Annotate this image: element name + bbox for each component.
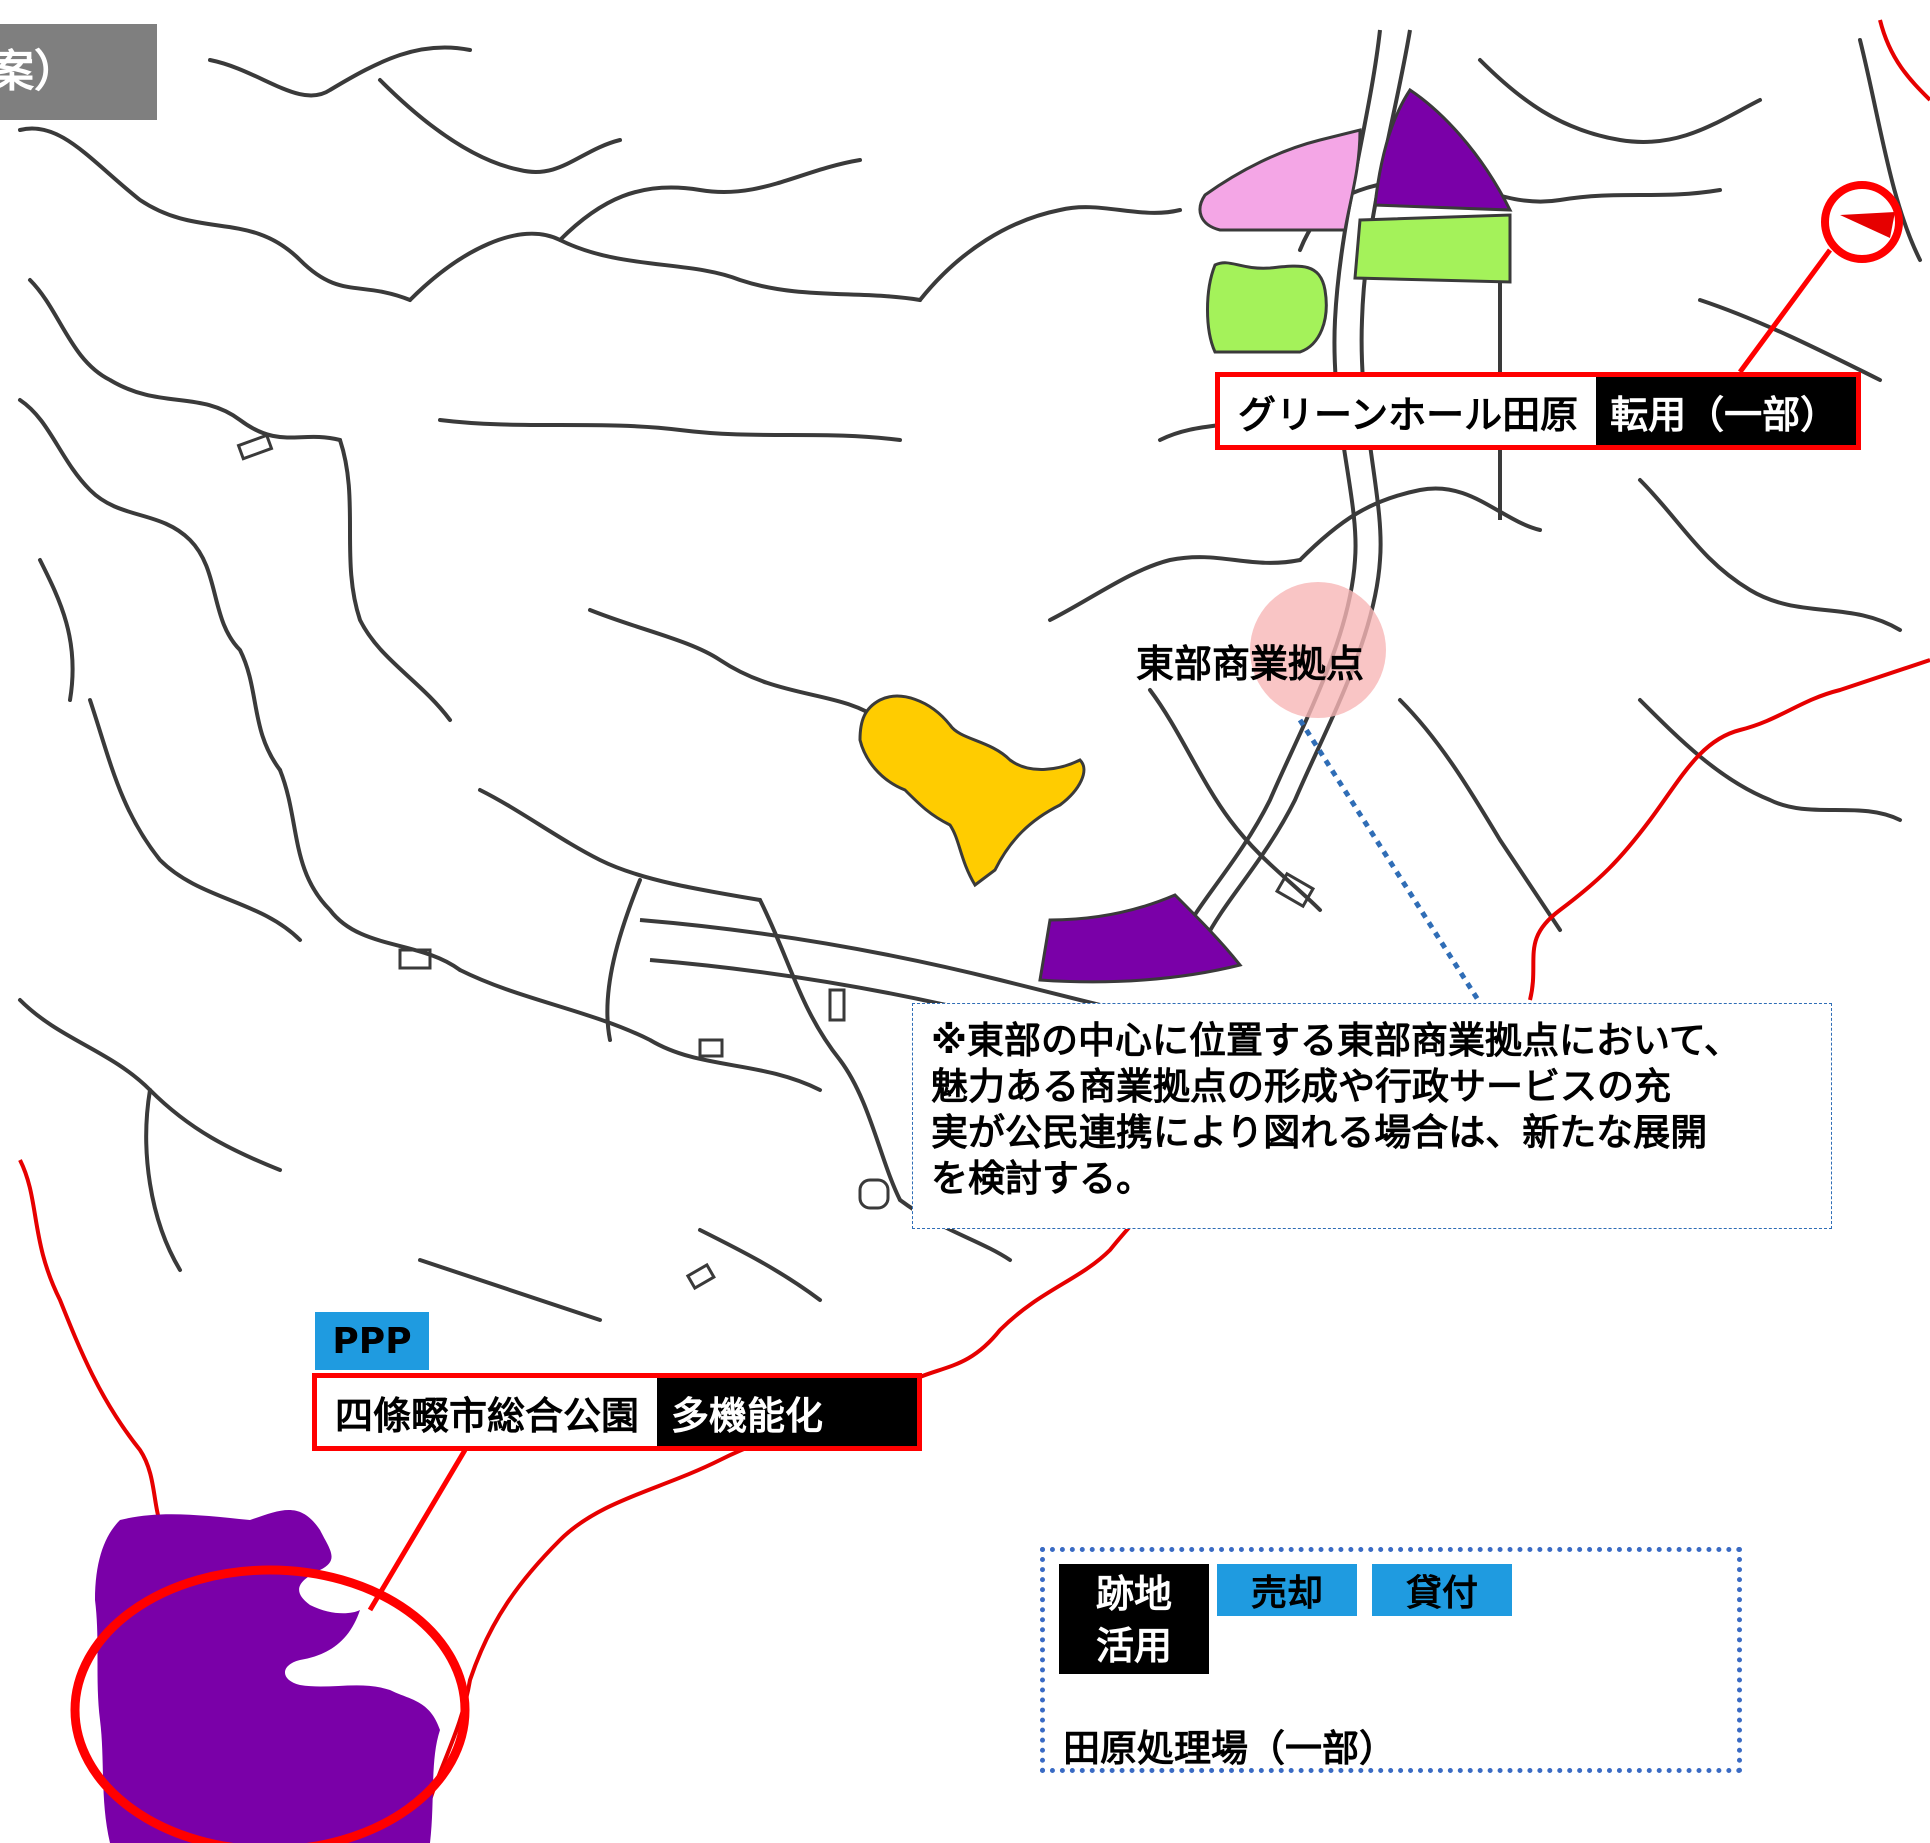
reuse-label-line-2: 活用	[1095, 1624, 1172, 1668]
zone-pink	[1198, 128, 1362, 232]
green-hall-callout-line	[1737, 248, 1833, 374]
lease-tag: 貸付	[1372, 1564, 1512, 1616]
park-highlight-ellipse	[70, 1565, 470, 1843]
commercial-hub-circle	[1250, 582, 1386, 718]
hub-note-line-1: ※東部の中心に位置する東部商業拠点において、	[931, 1019, 1742, 1062]
zone-purple-north	[1373, 87, 1513, 212]
zone-yellow	[858, 694, 1086, 888]
zone-purple-mid	[1038, 893, 1243, 984]
reuse-label-line-1: 跡地	[1095, 1572, 1172, 1616]
green-hall-callout: グリーンホール田原 転用（一部）	[1215, 372, 1861, 450]
park-name: 四條畷市総合公園	[335, 1393, 640, 1438]
zone-purple-park	[95, 1510, 440, 1843]
reuse-legend-box: 跡地 活用 売却 貸付 田原処理場（一部）	[1040, 1547, 1742, 1773]
green-hall-marker	[1840, 212, 1895, 238]
title-fragment: 案）	[0, 46, 78, 97]
trunk-road	[639, 29, 1502, 1022]
hub-note-line-4: を検討する。	[931, 1157, 1153, 1200]
commercial-hub-label: 東部商業拠点	[1136, 642, 1365, 686]
sale-tag: 売却	[1217, 1564, 1357, 1616]
road-network	[18, 38, 1922, 1322]
hub-note-connector	[1297, 718, 1483, 1005]
hub-note: ※東部の中心に位置する東部商業拠点において、 魅力ある商業拠点の形成や行政サービ…	[912, 1003, 1832, 1229]
park-callout-line	[367, 1448, 468, 1612]
tawara-plant-label: 田原処理場（一部）	[1063, 1727, 1396, 1770]
green-hall-name: グリーンホール田原	[1238, 392, 1579, 437]
green-hall-action: 転用（一部）	[1596, 377, 1856, 445]
buildings	[236, 433, 1316, 1291]
hub-note-line-2: 魅力ある商業拠点の形成や行政サービスの充	[931, 1065, 1671, 1108]
reuse-label: 跡地 活用	[1059, 1564, 1209, 1674]
green-hall-highlight-circle	[1821, 181, 1903, 263]
park-action: 多機能化	[657, 1378, 917, 1446]
park-callout: 四條畷市総合公園 多機能化	[312, 1373, 922, 1451]
title-box: 案）	[0, 24, 157, 120]
zone-green-2	[1206, 261, 1328, 354]
zone-green-1	[1353, 213, 1512, 284]
hub-note-line-3: 実が公民連携により図れる場合は、新たな展開	[931, 1111, 1708, 1154]
ppp-tag: PPP	[315, 1312, 429, 1370]
